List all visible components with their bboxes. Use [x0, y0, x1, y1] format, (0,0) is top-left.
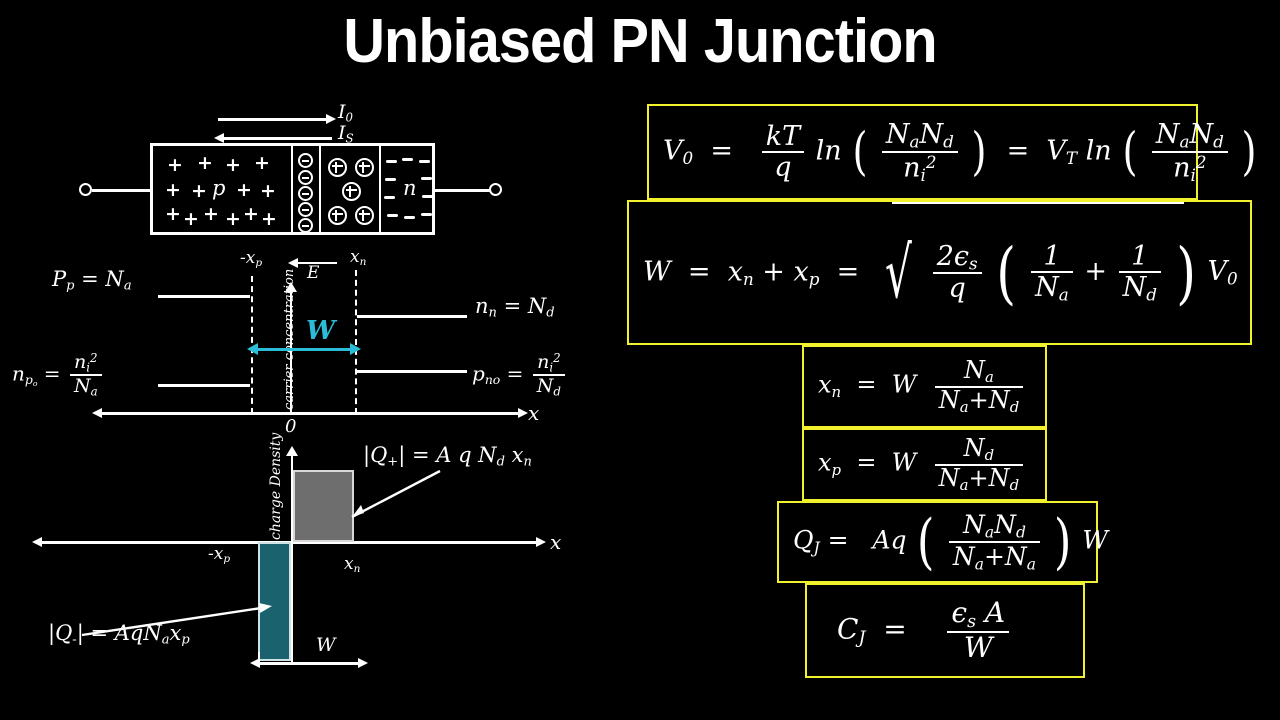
level-label-npo-numerator: ni2: [74, 351, 98, 375]
charge-x-axis-arrow-left: [32, 537, 42, 547]
carrier-x-axis: [100, 412, 520, 415]
charge-y-axis-arrowhead: [286, 446, 298, 456]
carrier-right-boundary-label: xn: [350, 247, 367, 268]
charge-right-boundary-label: xn: [344, 554, 361, 575]
depletion-region-positive: [321, 146, 381, 232]
current-label-i0: I0: [338, 101, 354, 125]
positive-charge-callout-arrow: [351, 469, 441, 519]
current-arrow-is-line: [222, 137, 332, 140]
charge-x-axis-label: x: [550, 530, 562, 554]
level-label-nn: nn = Nd: [475, 294, 555, 321]
charge-width-measure-line: [258, 662, 362, 665]
level-label-pno-numerator: ni2: [537, 351, 561, 375]
circled-plus-icon: [355, 158, 374, 177]
efield-arrow-line: [295, 262, 337, 264]
depletion-width-arrow-line: [256, 348, 356, 351]
positive-charge-label: |Q+| = A q Nd xn: [363, 443, 532, 470]
carrier-x-axis-arrow-left: [92, 408, 102, 418]
equation-box-xp: xp = W Nd Na+Nd: [802, 428, 1047, 501]
current-arrow-i0-line: [218, 118, 328, 121]
anode-lead: [92, 189, 152, 192]
circled-plus-icon: [328, 158, 347, 177]
circled-plus-icon: [342, 182, 361, 201]
level-line-nn: [357, 315, 467, 318]
depletion-width-arrow-right-head: [350, 343, 361, 355]
p-region: + + + + + + + + + + + + + +: [153, 146, 293, 232]
page-title: Unbiased PN Junction: [343, 7, 937, 76]
charge-width-label: W: [316, 634, 336, 656]
equation-box-depletion-width: W = xn + xp = √ 2ϵs q ( 1 Na +: [627, 200, 1252, 345]
device-body: + + + + + + + + + + + + + +: [150, 143, 435, 235]
negative-charge-callout-arrow: [81, 603, 272, 637]
depletion-width-label: W: [306, 316, 336, 346]
depletion-width-arrow-left-head: [247, 343, 258, 355]
efield-arrow-head: [288, 258, 298, 268]
carrier-x-axis-label: x: [528, 401, 540, 425]
level-label-npo-denominator: Na: [69, 374, 102, 398]
carrier-y-axis-arrowhead: [285, 282, 297, 292]
circled-minus-icon: [298, 170, 313, 185]
circled-minus-icon: [298, 153, 313, 168]
level-line-pp: [158, 295, 250, 298]
efield-label: E: [307, 263, 320, 283]
negative-charge-label: |Q-| = AqNaxp: [48, 621, 190, 648]
equation-box-junction-charge: QJ = Aq ( NaNd Na+Na ) W: [777, 501, 1108, 583]
level-label-pp: Pp = Na: [52, 267, 132, 294]
level-label-npo: npo = ni2 Na: [12, 352, 105, 398]
equation-box-xn: xn = W Na Na+Nd: [802, 345, 1047, 428]
negative-charge-block: [258, 542, 291, 661]
n-region: n: [381, 146, 438, 232]
circled-minus-icon: [298, 186, 313, 201]
equation-box-junction-capacitance: CJ = ϵs A W: [805, 583, 1085, 678]
p-region-label: p: [212, 176, 226, 200]
charge-y-axis: [291, 452, 293, 662]
charge-width-measure-right-head: [358, 658, 368, 668]
cathode-lead: [433, 189, 491, 192]
current-label-is: IS: [338, 122, 354, 146]
current-arrow-i0-head: [326, 114, 336, 124]
charge-x-axis-arrow-right: [536, 537, 546, 547]
equation-box-built-in-potential: V0 = kT q ln ( NaNd ni2 ) = VT ln ( NaNd…: [647, 104, 1257, 200]
level-label-pno: pno = ni2 Nd: [472, 352, 568, 398]
carrier-origin-label: 0: [285, 416, 297, 437]
level-label-pno-denominator: Nd: [532, 374, 565, 398]
positive-charge-block: [293, 470, 354, 542]
level-line-npo: [158, 384, 250, 387]
circled-minus-icon: [298, 218, 313, 233]
circled-plus-icon: [328, 206, 347, 225]
p-region-acceptors: + + + + + + + + + + + + + +: [165, 152, 277, 230]
charge-y-axis-label: charge Density: [268, 432, 284, 540]
circled-minus-icon: [298, 202, 313, 217]
anode-terminal: [79, 183, 92, 196]
circled-plus-icon: [355, 206, 374, 225]
carrier-y-axis-label: carrier concentration: [282, 268, 297, 410]
current-arrow-is-head: [214, 133, 224, 143]
level-line-pno: [357, 370, 467, 373]
carrier-boundary-right-dashed: [355, 270, 357, 414]
charge-width-measure-left-head: [250, 658, 260, 668]
cathode-terminal: [489, 183, 502, 196]
charge-left-boundary-label: -xp: [208, 544, 231, 565]
carrier-left-boundary-label: -xp: [240, 248, 263, 269]
carrier-x-axis-arrow-right: [518, 408, 528, 418]
charge-width-tick-left: [258, 652, 260, 666]
depletion-region-negative: [293, 146, 321, 233]
n-region-label: n: [403, 176, 417, 200]
